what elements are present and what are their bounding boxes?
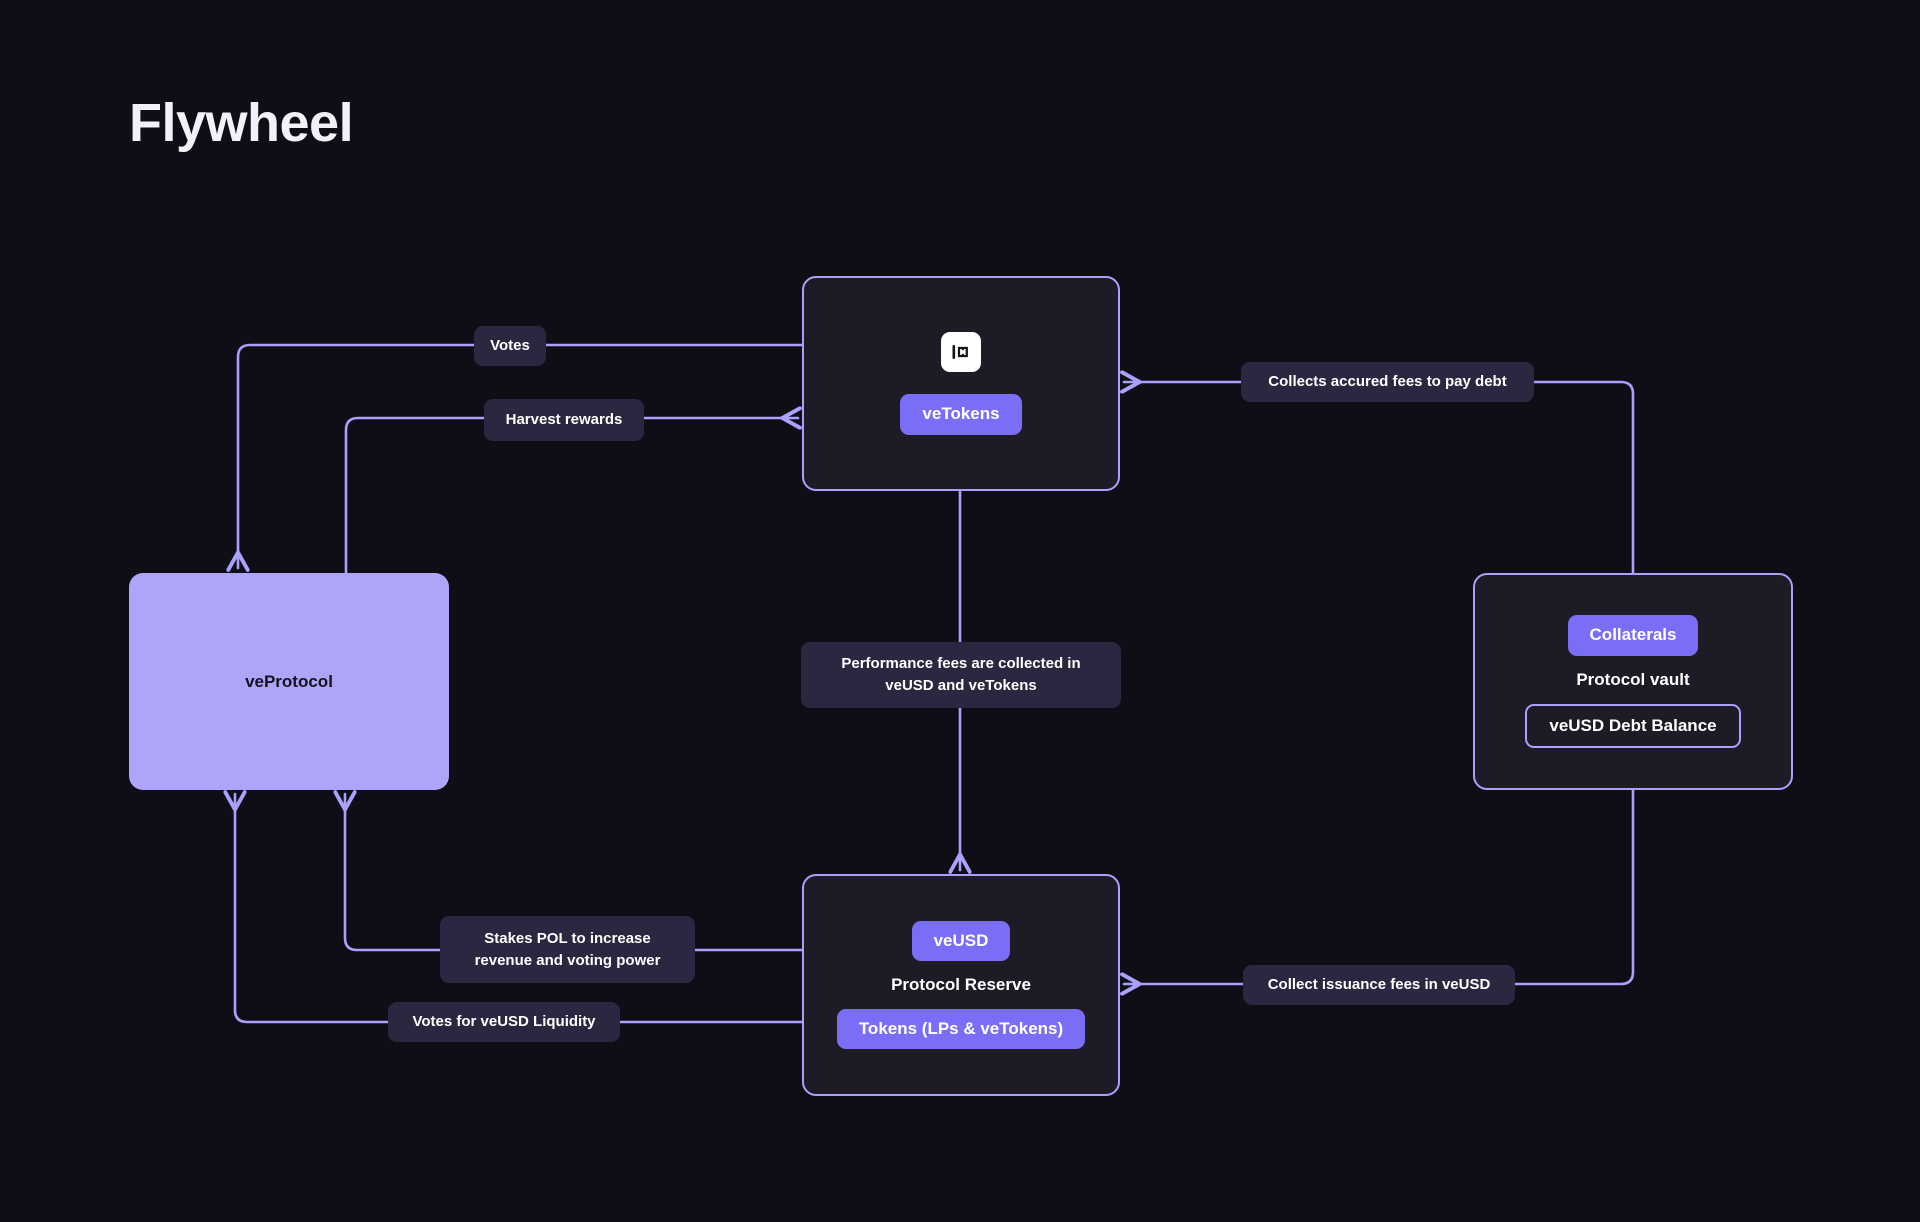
tokens-lps-vetokens-badge[interactable]: Tokens (LPs & veTokens) — [836, 1009, 1086, 1050]
performance-fees-line-1: Performance fees are collected in — [841, 655, 1081, 673]
node-protocol-vault[interactable]: Collaterals Protocol vault veUSD Debt Ba… — [1473, 573, 1793, 790]
protocol-reserve-title: Protocol Reserve — [891, 975, 1031, 994]
edge-label-collect-issuance-fees: Collect issuance fees in veUSD — [1243, 965, 1515, 1005]
edge-label-collects-accured-fees: Collects accured fees to pay debt — [1241, 362, 1534, 402]
edge-vault-to-reserve-issuance — [1140, 788, 1635, 986]
node-veprotocol[interactable]: veProtocol — [129, 573, 449, 790]
node-protocol-reserve[interactable]: veUSD Protocol Reserve Tokens (LPs & veT… — [802, 874, 1120, 1096]
stakes-pol-line-1: Stakes POL to increase — [484, 929, 651, 947]
stakes-pol-line-2: revenue and voting power — [474, 951, 661, 969]
edge-veprotocol-to-vetokens-harvest — [344, 416, 782, 575]
edge-label-votes-for-veusd-liquidity: Votes for veUSD Liquidity — [388, 1002, 620, 1042]
edge-label-stakes-pol: Stakes POL to increase revenue and votin… — [440, 916, 695, 983]
vetokens-badge[interactable]: veTokens — [900, 394, 1022, 435]
protocol-vault-title: Protocol vault — [1576, 669, 1690, 689]
veprotocol-title: veProtocol — [245, 671, 333, 691]
edge-label-harvest-rewards: Harvest rewards — [484, 399, 644, 441]
edge-vault-to-vetokens-fees — [1140, 380, 1635, 575]
node-vetokens[interactable]: veTokens — [802, 276, 1120, 491]
edge-label-performance-fees: Performance fees are collected in veUSD … — [801, 642, 1121, 708]
brand-logo-icon — [941, 332, 981, 373]
page-title: Flywheel — [129, 93, 354, 153]
performance-fees-line-2: veUSD and veTokens — [885, 677, 1037, 694]
edge-vetokens-to-veprotocol-votes — [236, 343, 804, 552]
veusd-debt-balance-badge[interactable]: veUSD Debt Balance — [1525, 703, 1741, 748]
veusd-badge[interactable]: veUSD — [911, 920, 1011, 961]
collaterals-badge[interactable]: Collaterals — [1567, 615, 1699, 656]
edge-label-votes: Votes — [474, 326, 546, 366]
